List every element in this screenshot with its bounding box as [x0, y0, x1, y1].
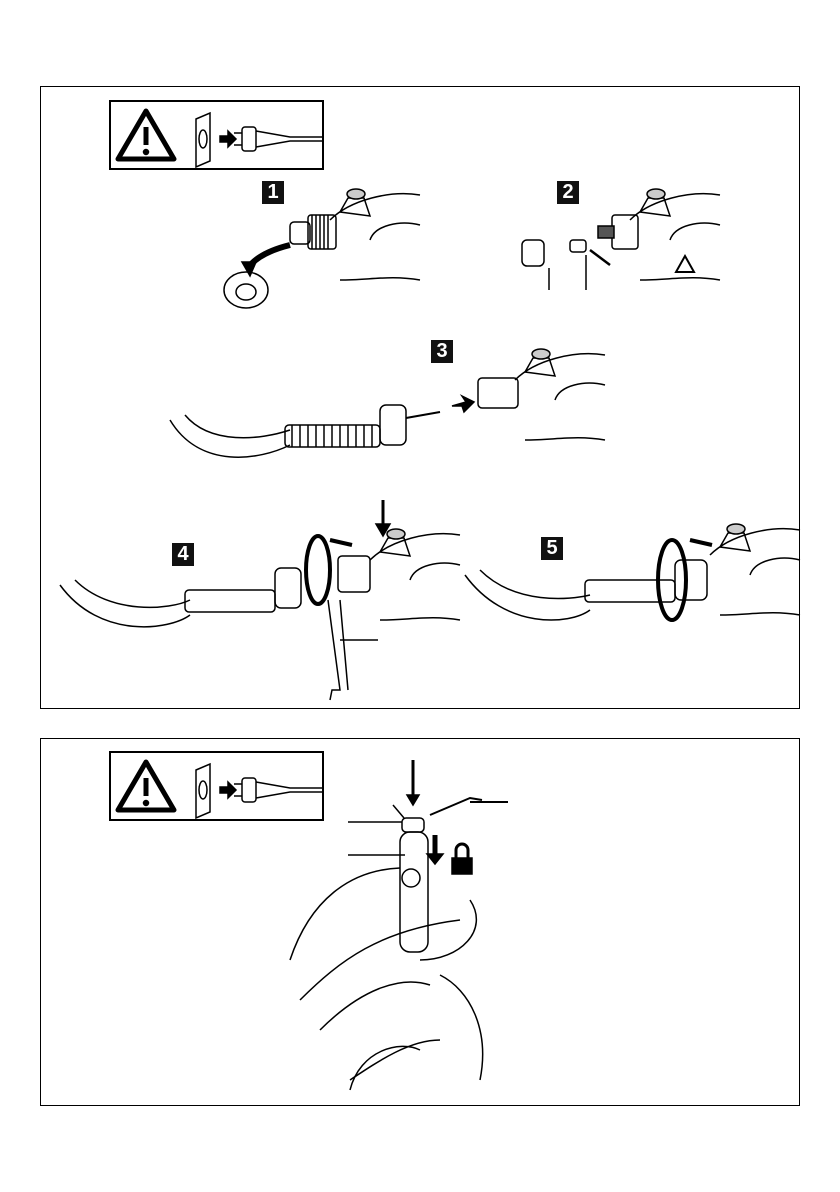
- step-3-badge: 3: [431, 340, 453, 363]
- step-1-illustration: [223, 188, 421, 309]
- step-3-illustration: [169, 348, 606, 458]
- step-2-badge: 2: [557, 181, 579, 204]
- step-5-badge: 5: [541, 537, 563, 560]
- accessory-insertion-panel: [40, 738, 800, 1106]
- step-2-illustration: [521, 188, 721, 290]
- step-4-illustration: [59, 500, 461, 701]
- step-5-illustration: [464, 523, 801, 622]
- unplug-warning-top: [110, 101, 323, 169]
- installation-steps-panel: [40, 86, 800, 709]
- lock-icon: [451, 842, 473, 875]
- hand-accessory-illustration: [289, 760, 508, 1091]
- unplug-warning-bottom: [110, 752, 323, 820]
- step-1-badge: 1: [262, 181, 284, 204]
- step-4-badge: 4: [172, 543, 194, 566]
